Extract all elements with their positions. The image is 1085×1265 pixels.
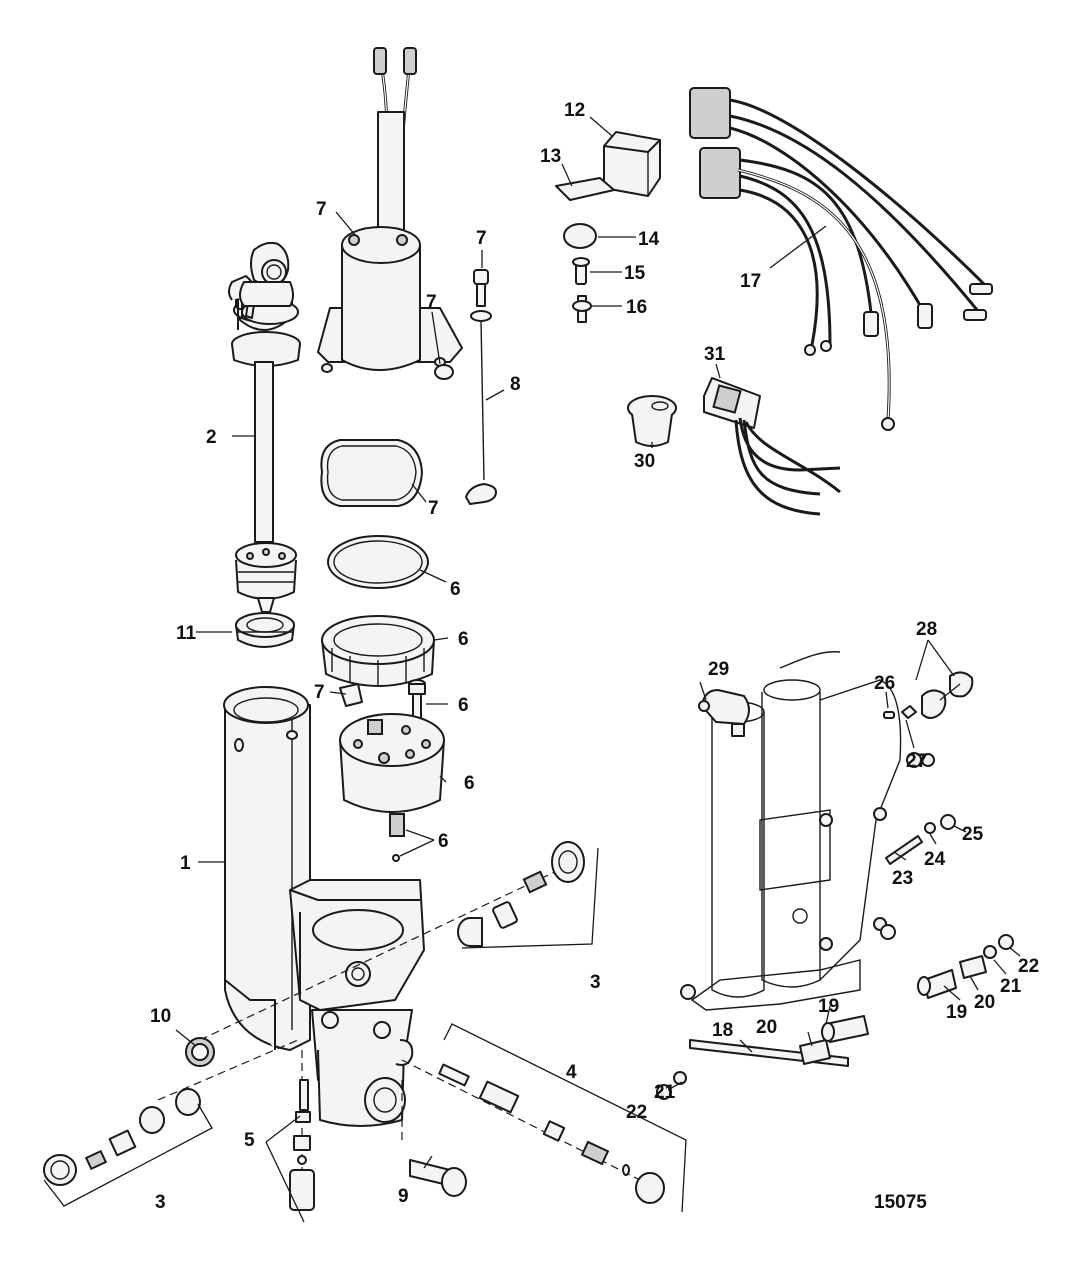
grommet xyxy=(627,395,677,447)
callout-22-pin: 22 xyxy=(626,1102,647,1123)
callout-7-washer: 7 xyxy=(426,292,437,313)
callout-30: 30 xyxy=(634,451,655,472)
cap-screw-29 xyxy=(698,700,710,712)
relay-parts xyxy=(555,131,661,323)
callout-21-pin: 21 xyxy=(654,1082,676,1103)
callout-19-bushing: 19 xyxy=(946,1002,967,1023)
callout-6-ring: 6 xyxy=(450,579,461,600)
figure-id: 15075 xyxy=(874,1192,927,1213)
fill-plug xyxy=(185,1037,215,1067)
tilt-cylinder-housing xyxy=(223,686,425,1127)
callout-15: 15 xyxy=(624,263,646,284)
callout-8: 8 xyxy=(510,374,521,395)
manual-release-valve xyxy=(289,1079,315,1211)
callout-6-spring: 6 xyxy=(438,831,449,852)
callout-21-bushing: 21 xyxy=(1000,976,1022,997)
callout-labels: 1 2 3 3 4 5 6 6 6 6 6 7 7 7 7 7 8 9 10 1… xyxy=(150,100,1039,1213)
valve-kit-4 xyxy=(438,1023,687,1213)
valve-kit-right xyxy=(457,841,599,949)
callout-5: 5 xyxy=(244,1130,255,1151)
callout-7-bolt: 7 xyxy=(476,228,487,249)
callout-26: 26 xyxy=(874,673,895,694)
ground-strap xyxy=(465,319,497,505)
callout-7-oring: 7 xyxy=(428,498,439,519)
valve-kit-left xyxy=(43,1088,213,1207)
callout-20-bushing: 20 xyxy=(974,992,995,1013)
callout-25: 25 xyxy=(962,824,984,845)
callout-4: 4 xyxy=(566,1062,577,1083)
callout-29: 29 xyxy=(708,659,729,680)
trim-ram xyxy=(228,241,301,613)
callout-10: 10 xyxy=(150,1006,171,1027)
callout-6-bolt: 6 xyxy=(458,695,469,716)
callout-1: 1 xyxy=(180,853,191,874)
clip xyxy=(339,683,363,707)
callout-6-manifold: 6 xyxy=(464,773,475,794)
callout-28: 28 xyxy=(916,619,937,640)
transom-bracket-assembly xyxy=(680,651,935,1011)
callout-18: 18 xyxy=(712,1020,733,1041)
trim-switch xyxy=(703,377,841,516)
ring-nut xyxy=(321,615,435,687)
callout-20-pin: 20 xyxy=(756,1017,777,1038)
valve-stem xyxy=(409,1159,467,1197)
o-ring-large xyxy=(320,439,423,507)
manifold-valve-body xyxy=(339,713,445,813)
rod-seal xyxy=(235,612,295,648)
callout-2: 2 xyxy=(206,427,217,448)
pivot-pin-hardware xyxy=(656,934,1014,1100)
callout-19-pin: 19 xyxy=(818,996,839,1017)
callout-16: 16 xyxy=(626,297,647,318)
callout-27: 27 xyxy=(906,751,927,772)
wiring-harness xyxy=(689,87,993,431)
leader-lines xyxy=(175,116,1021,1223)
seal-ring xyxy=(327,535,429,589)
callout-22-bushing: 22 xyxy=(1018,956,1039,977)
callout-13: 13 xyxy=(540,146,561,167)
callout-7-clip: 7 xyxy=(314,682,325,703)
callout-23: 23 xyxy=(892,868,913,889)
callout-7-motor: 7 xyxy=(316,199,327,220)
callout-3-left: 3 xyxy=(155,1192,166,1213)
spring-and-ball xyxy=(389,813,405,862)
callout-14: 14 xyxy=(638,229,660,250)
clamp-hardware xyxy=(883,671,974,719)
callout-17: 17 xyxy=(740,271,761,292)
callout-9: 9 xyxy=(398,1186,409,1207)
callout-3-right: 3 xyxy=(590,972,601,993)
pump-motor xyxy=(317,47,463,373)
callout-24: 24 xyxy=(924,849,946,870)
callout-31: 31 xyxy=(704,344,726,365)
bolt-washer-nut xyxy=(885,814,956,865)
callout-6-nut: 6 xyxy=(458,629,469,650)
callout-12: 12 xyxy=(564,100,585,121)
callout-11: 11 xyxy=(176,623,197,644)
